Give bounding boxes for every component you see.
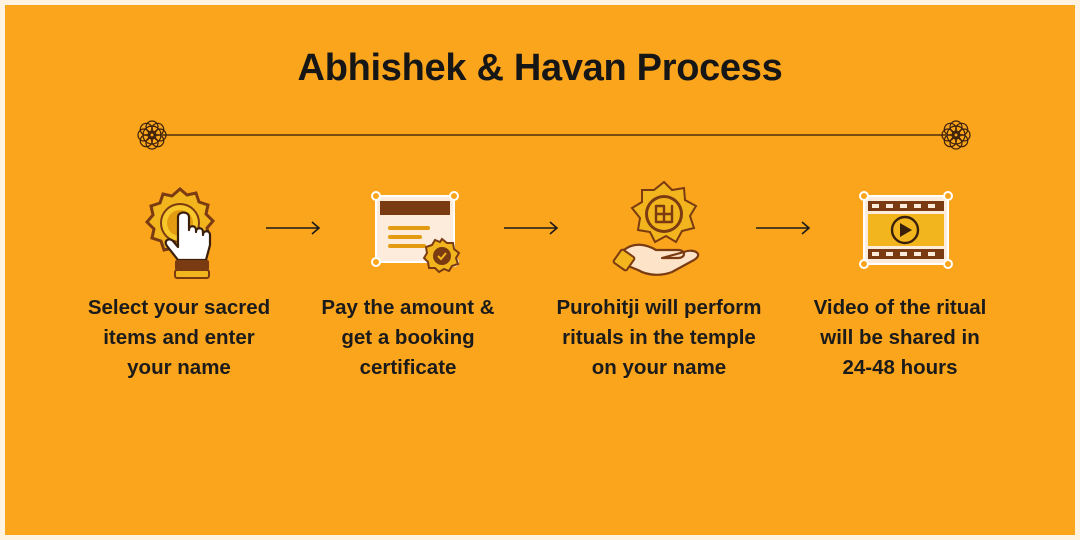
step-3-line-2: rituals in the temple <box>562 326 756 349</box>
step-2-line-3: certificate <box>359 356 457 379</box>
step-1-line-2: items and enter <box>103 326 255 349</box>
step-4-line-3: 24-48 hours <box>842 356 958 379</box>
arrow-right-icon-3 <box>756 221 811 235</box>
step-4-caption: Video of the ritual will be shared in 24… <box>790 293 1010 383</box>
mandala-left-icon <box>137 120 167 150</box>
pointing-hand-icon <box>144 187 216 279</box>
step-3-line-3: on your name <box>591 356 727 379</box>
step-2-line-1: Pay the amount & <box>321 296 495 319</box>
mandala-right-icon <box>941 120 971 150</box>
offering-hand-icon <box>612 180 700 276</box>
step-1-line-3: your name <box>127 356 231 379</box>
step-2-caption: Pay the amount & get a booking certifica… <box>298 293 518 383</box>
step-4-line-2: will be shared in <box>820 326 980 349</box>
step-1-caption: Select your sacred items and enter your … <box>69 293 289 383</box>
step-1-line-1: Select your sacred <box>87 296 271 319</box>
arrow-right-icon-1 <box>266 221 321 235</box>
step-2-line-2: get a booking <box>341 326 475 349</box>
step-4-line-1: Video of the ritual <box>813 296 987 319</box>
video-icon <box>859 191 953 269</box>
step-3-caption: Purohitji will perform rituals in the te… <box>549 293 769 383</box>
ornamental-divider <box>137 120 971 150</box>
step-3-line-1: Purohitji will perform <box>556 296 762 319</box>
certificate-icon <box>371 191 461 274</box>
page-title: Abhishek & Havan Process <box>297 47 783 89</box>
arrow-right-icon-2 <box>504 221 559 235</box>
